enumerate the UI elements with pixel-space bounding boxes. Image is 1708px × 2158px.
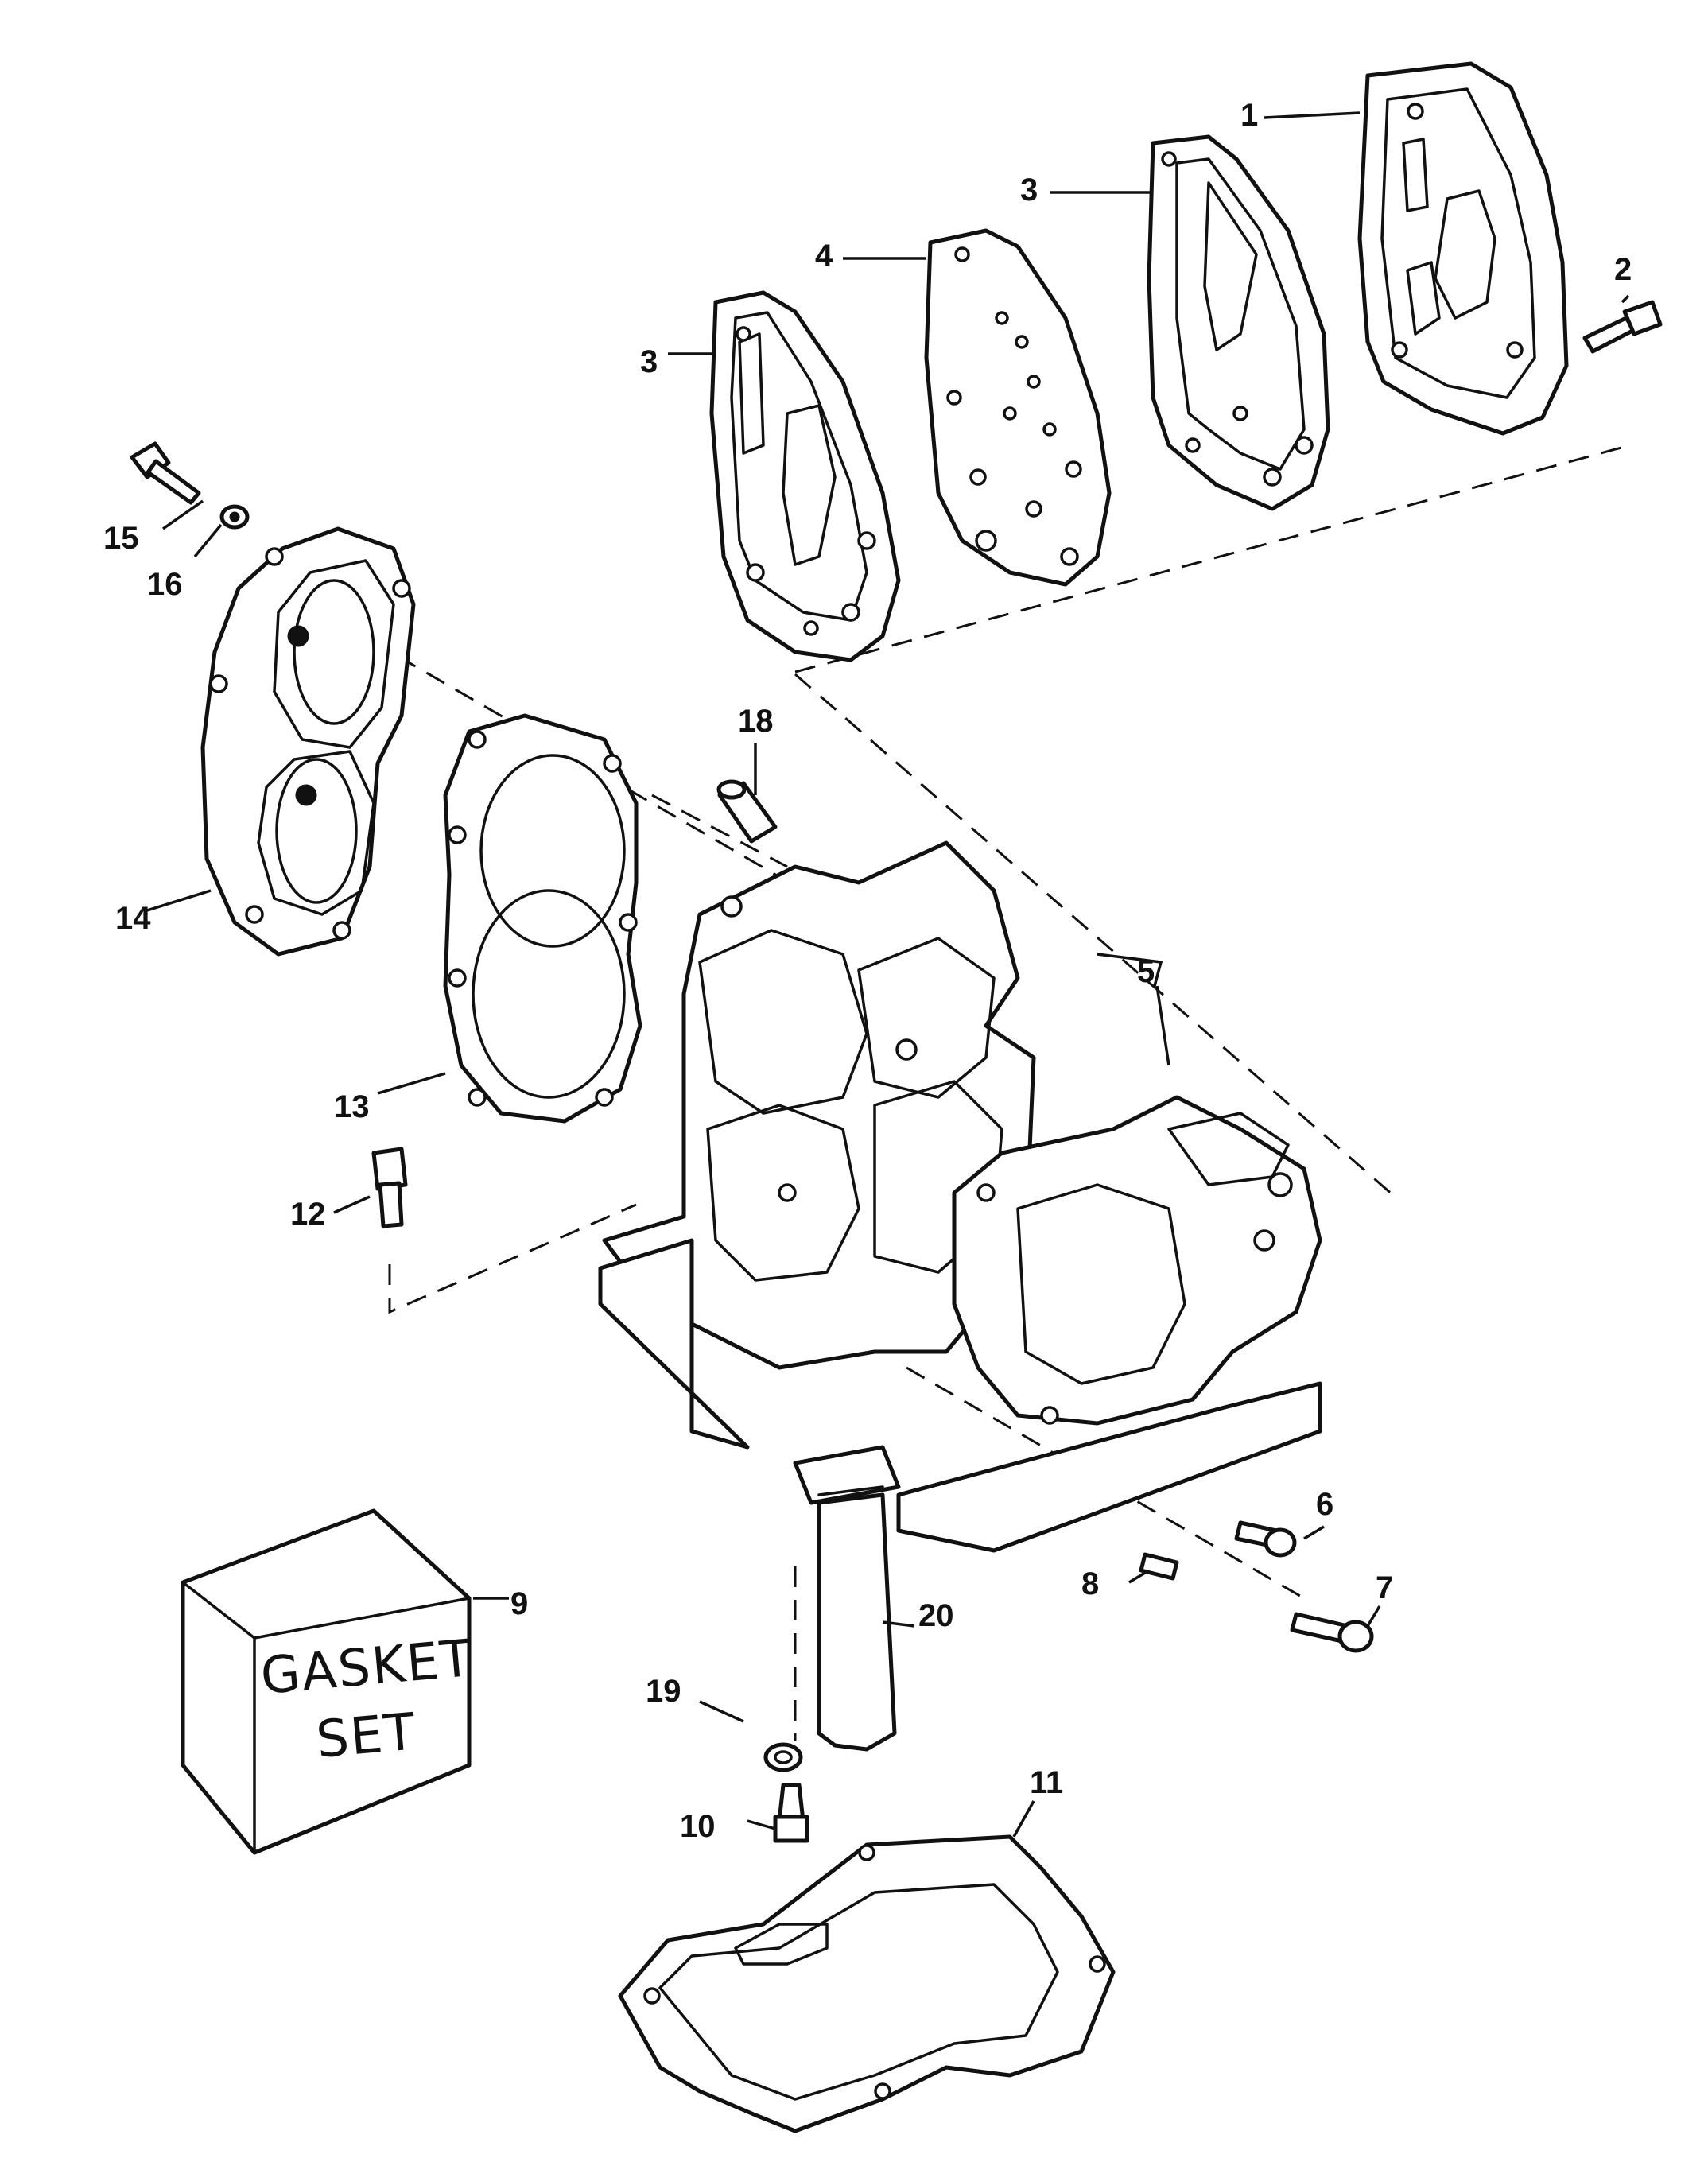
callout-14: 14 (115, 901, 151, 936)
part-11-gasket (618, 1834, 1116, 2133)
part-4-plate (924, 228, 1112, 587)
part-9-gasket-set-box: GASKET SET (181, 1508, 476, 1855)
callout-6: 6 (1316, 1487, 1333, 1522)
part-19-washer (763, 1742, 803, 1772)
leader-lines (146, 111, 1630, 1838)
part-5-crankcase-cover (952, 1095, 1322, 1426)
gasket-set-line2: SET (314, 1702, 419, 1770)
callout-10: 10 (680, 1809, 716, 1844)
callout-18: 18 (738, 704, 774, 739)
callout-1: 1 (1240, 98, 1258, 133)
part-14-cylinder-head (200, 526, 416, 957)
base-plate (598, 1238, 1322, 1553)
callout-9: 9 (510, 1586, 528, 1621)
callout-3-right: 3 (1020, 173, 1038, 208)
callout-12: 12 (290, 1197, 326, 1232)
part-7-screw (1290, 1612, 1374, 1653)
part-3-gasket-left (709, 290, 901, 662)
callout-labels: 1 2 3 4 3 15 16 18 14 5 13 12 6 8 7 9 20… (103, 98, 1632, 1844)
callout-5: 5 (1137, 954, 1155, 989)
callout-7: 7 (1376, 1570, 1393, 1605)
part-15-bolt (130, 441, 201, 505)
part-5-cylinder-block (602, 840, 1036, 1370)
part-12-bolt (371, 1147, 408, 1228)
part-20-exhaust-tube (793, 1445, 901, 1752)
part-6-screw (1234, 1520, 1297, 1558)
callout-16: 16 (147, 567, 183, 602)
callout-15: 15 (103, 521, 139, 556)
part-13-head-gasket (443, 713, 642, 1124)
callout-8: 8 (1081, 1566, 1099, 1601)
callout-4: 4 (815, 239, 833, 274)
part-10-bolt (773, 1783, 809, 1843)
callout-20: 20 (918, 1598, 954, 1633)
callout-2: 2 (1614, 252, 1632, 287)
part-16-washer (219, 504, 250, 530)
callout-19: 19 (646, 1674, 681, 1709)
callout-11: 11 (1030, 1765, 1063, 1800)
part-1-cover (1357, 61, 1569, 436)
part-18-dowel (716, 779, 778, 844)
part-8-pin (1139, 1552, 1179, 1581)
part-3-gasket-right (1147, 134, 1330, 511)
part-2-screw (1582, 300, 1663, 354)
callout-3-left: 3 (640, 344, 658, 379)
callout-13: 13 (334, 1089, 370, 1124)
